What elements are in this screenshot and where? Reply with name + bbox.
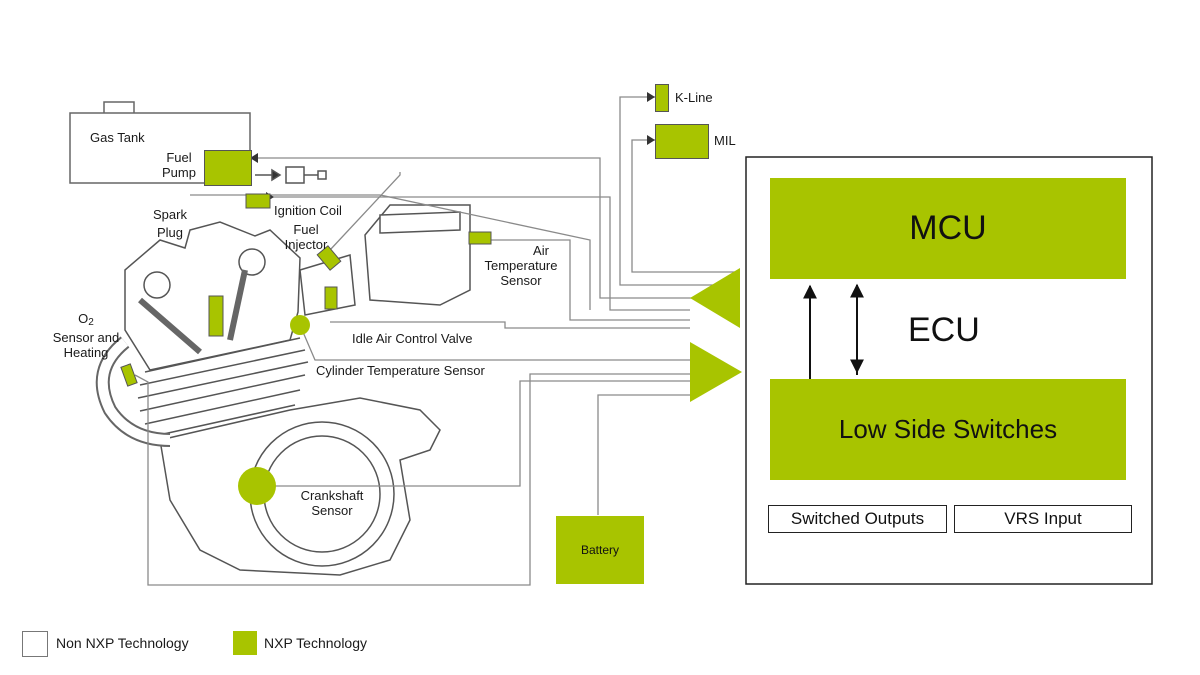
fuel-injector-label-1: Fuel (293, 222, 319, 237)
crankshaft-sensor-label: Crankshaft Sensor (294, 488, 370, 518)
switched-outputs-box: Switched Outputs (768, 505, 947, 533)
legend-swatch-nxp (233, 631, 257, 655)
fuel-injector-label-2: Injector (284, 237, 328, 252)
switched-outputs-label: Switched Outputs (790, 509, 925, 528)
battery-label: Battery (580, 543, 619, 557)
low-side-switches-block: Low Side Switches (770, 379, 1126, 480)
ignition-coil-label: Ignition Coil (274, 203, 342, 218)
legend-label-non-nxp: Non NXP Technology (56, 635, 189, 651)
idle-air-control-valve-label: Idle Air Control Valve (352, 331, 473, 346)
mcu-block: MCU (770, 178, 1126, 279)
spark-plug-label-1: Spark (153, 207, 187, 222)
signal-wires (134, 96, 740, 586)
fuel-pump-label: Fuel Pump (158, 150, 200, 180)
low-side-switches-label: Low Side Switches (838, 414, 1058, 444)
o2-label-2: Sensor and (52, 330, 120, 345)
vrs-input-box: VRS Input (954, 505, 1132, 533)
k-line-label: K-Line (675, 90, 713, 105)
k-line-block (655, 84, 669, 112)
battery-block: Battery (556, 516, 644, 584)
fuel-pump-label-1: Fuel (166, 150, 192, 165)
nxp-sensors (120, 193, 492, 387)
air-temp-label-1: Air (533, 243, 549, 258)
o2-label-3: Heating (63, 345, 109, 360)
fuel-pump-block (204, 150, 252, 186)
vrs-input-label: VRS Input (1004, 509, 1082, 528)
crankshaft-label-2: Sensor (311, 503, 353, 518)
fuel-pump-label-2: Pump (162, 165, 196, 180)
fuel-filter (255, 166, 327, 184)
legend-label-nxp: NXP Technology (264, 635, 367, 651)
ecu-input-triangle (690, 342, 742, 402)
legend-swatch-non-nxp (22, 631, 48, 657)
air-temp-label-2: Temperature (484, 258, 558, 273)
ecu-frame (745, 156, 1153, 585)
o2-sensor-label: O2 Sensor and Heating (44, 311, 128, 360)
spark-plug-label: Spark Plug (146, 207, 194, 240)
air-temperature-sensor-label: Air Temperature Sensor (476, 243, 566, 288)
cylinder-temp-sensor (290, 315, 310, 335)
crankshaft-label-1: Crankshaft (300, 488, 364, 503)
o2-label-1: O2 (78, 311, 94, 328)
ecu-output-triangle (690, 268, 740, 328)
mil-block (655, 124, 709, 159)
engine-illustration (95, 204, 471, 576)
cylinder-temperature-sensor-label: Cylinder Temperature Sensor (316, 363, 485, 378)
gas-tank-label: Gas Tank (90, 130, 145, 145)
ecu-label: ECU (908, 311, 980, 349)
air-temp-label-3: Sensor (500, 273, 542, 288)
fuel-injector-label: Fuel Injector (278, 222, 334, 252)
mil-label: MIL (714, 133, 736, 148)
spark-plug-label-2: Plug (156, 225, 184, 240)
crankshaft-sensor-dot (238, 467, 276, 505)
mcu-label: MCU (909, 209, 987, 247)
